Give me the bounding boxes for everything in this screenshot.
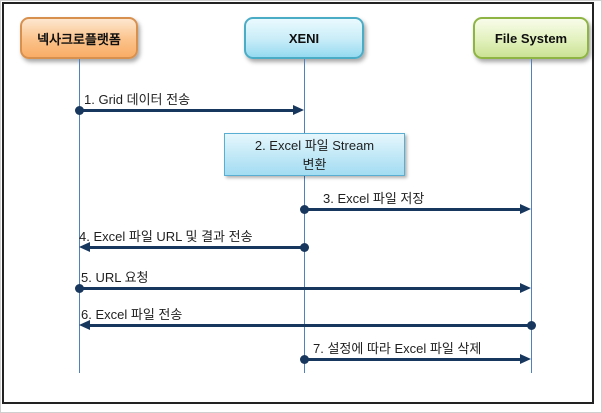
diagram-frame: 넥사크로플랫폼 XENI File System 2. Excel 파일 Str…: [2, 2, 594, 404]
arrow-line: [89, 324, 531, 327]
actor-label-xeni: XENI: [288, 30, 320, 46]
message-label: 6. Excel 파일 전송: [81, 307, 183, 322]
note-box-stream-conversion: 2. Excel 파일 Stream 변환: [224, 133, 405, 176]
message-label: 7. 설정에 따라 Excel 파일 삭제: [313, 341, 482, 356]
arrow-start-dot: [527, 321, 536, 330]
actor-box-xeni: XENI: [244, 17, 364, 59]
actor-label-filesystem: File System: [494, 30, 568, 46]
actor-label-nexacro: 넥사크로플랫폼: [37, 31, 121, 47]
note-line1: 2. Excel 파일 Stream: [254, 138, 375, 153]
actor-box-nexacro: 넥사크로플랫폼: [20, 17, 138, 59]
arrowhead-icon: [293, 105, 304, 115]
message-label: 3. Excel 파일 저장: [323, 191, 425, 206]
arrow-start-dot: [300, 205, 309, 214]
arrow-line: [79, 287, 521, 290]
lifeline-filesystem: [531, 59, 532, 373]
arrow-line: [304, 358, 521, 361]
arrowhead-icon: [520, 204, 531, 214]
lifeline-xeni: [304, 59, 305, 373]
message-label: 4. Excel 파일 URL 및 결과 전송: [79, 229, 253, 244]
arrow-start-dot: [300, 355, 309, 364]
note-line2: 변환: [302, 157, 327, 172]
arrow-line: [89, 246, 304, 249]
arrowhead-icon: [79, 320, 90, 330]
lifeline-nexacro: [79, 59, 80, 373]
arrowhead-icon: [79, 242, 90, 252]
arrowhead-icon: [520, 283, 531, 293]
message-label: 1. Grid 데이터 전송: [84, 92, 191, 107]
arrow-line: [79, 109, 294, 112]
message-label: 5. URL 요청: [81, 270, 149, 285]
arrow-start-dot: [75, 106, 84, 115]
arrow-start-dot: [75, 284, 84, 293]
arrow-line: [304, 208, 521, 211]
arrowhead-icon: [520, 354, 531, 364]
actor-box-filesystem: File System: [473, 17, 589, 59]
arrow-start-dot: [300, 243, 309, 252]
